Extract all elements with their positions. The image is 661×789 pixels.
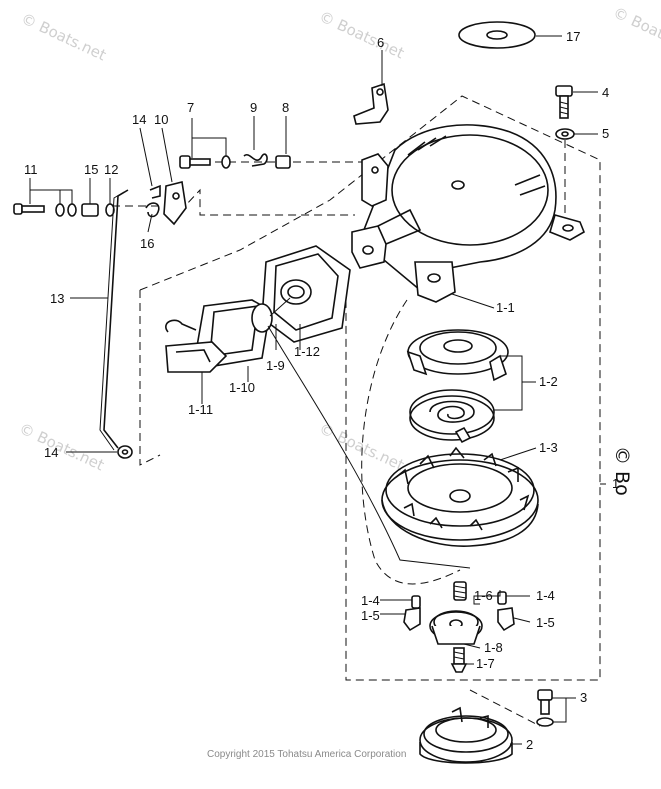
part-14-clip xyxy=(149,184,161,199)
callout-1-4-left: 1-4 xyxy=(361,593,380,608)
callout-1-5-right: 1-5 xyxy=(536,615,555,630)
part-17-disc xyxy=(458,21,536,49)
part-11-screw xyxy=(13,203,45,215)
washers xyxy=(55,203,77,217)
part-5-washer xyxy=(555,128,575,140)
callout-1-4-right: 1-4 xyxy=(536,588,555,603)
callout-11: 11 xyxy=(24,162,38,177)
copyright-notice: Copyright 2015 Tohatsu America Corporati… xyxy=(207,749,406,760)
callout-10: 10 xyxy=(154,112,168,127)
part-8-collar xyxy=(275,155,291,169)
recoil-spring xyxy=(409,389,495,444)
part-16-spring xyxy=(145,202,160,218)
side-copyright: © Bo xyxy=(611,446,633,496)
callout-6: 6 xyxy=(377,35,384,50)
callout-14-top: 14 xyxy=(132,112,146,127)
part-6-lever xyxy=(353,82,389,125)
callout-7: 7 xyxy=(187,100,194,115)
watermark-text: © Boats.net xyxy=(316,7,407,62)
callout-14-bottom: 14 xyxy=(44,445,58,460)
callout-1-1: 1-1 xyxy=(496,300,515,315)
watermark-text: © Boats.net xyxy=(610,3,661,58)
callout-1-12: 1-12 xyxy=(294,344,320,359)
ratchet-pawls xyxy=(403,607,515,632)
leader-lines xyxy=(29,35,606,745)
callout-labels: 17 6 4 5 7 9 8 14 10 11 15 12 16 13 14 1… xyxy=(24,29,633,752)
callout-16: 16 xyxy=(140,236,154,251)
ratchet xyxy=(429,610,483,645)
callout-1-7: 1-7 xyxy=(476,656,495,671)
callout-5: 5 xyxy=(602,126,609,141)
spring-case xyxy=(406,329,509,382)
watermark-text: © Boats.net xyxy=(18,9,109,64)
callout-4: 4 xyxy=(602,85,609,100)
callout-3: 3 xyxy=(580,690,587,705)
part-13-rod xyxy=(99,189,133,459)
watermarks: © Boats.net © Boats.net © Boats.net © Bo… xyxy=(16,3,661,474)
center-spring xyxy=(453,581,467,601)
part-7-screw xyxy=(179,155,231,169)
center-screw xyxy=(450,647,468,673)
assembly-outline xyxy=(112,95,601,727)
starter-case xyxy=(351,124,586,303)
callout-1-9: 1-9 xyxy=(266,358,285,373)
callout-15: 15 xyxy=(84,162,98,177)
callout-9: 9 xyxy=(250,100,257,115)
part-9-spring xyxy=(243,153,268,167)
callout-1-3: 1-3 xyxy=(539,440,558,455)
part-2-pulley xyxy=(419,706,513,764)
part-10-plate xyxy=(163,181,187,226)
watermark-text: © Boats.net xyxy=(16,419,107,474)
callout-1: 1 xyxy=(612,476,619,491)
part-4-bolt xyxy=(555,85,573,119)
callout-13: 13 xyxy=(50,291,64,306)
callout-8: 8 xyxy=(282,100,289,115)
part-15-collar xyxy=(81,203,99,217)
callout-1-10: 1-10 xyxy=(229,380,255,395)
callout-1-5-left: 1-5 xyxy=(361,608,380,623)
starter-handle xyxy=(165,297,291,373)
rope xyxy=(267,325,471,569)
callout-1-8: 1-8 xyxy=(484,640,503,655)
callout-1-6: 1-6 xyxy=(474,588,493,603)
part-3-bolt xyxy=(536,689,554,727)
callout-12: 12 xyxy=(104,162,118,177)
callout-17: 17 xyxy=(566,29,580,44)
callout-2: 2 xyxy=(526,737,533,752)
reel xyxy=(381,446,539,547)
callout-1-11: 1-11 xyxy=(188,402,213,417)
callout-1-2: 1-2 xyxy=(539,374,558,389)
rope-guide xyxy=(261,245,351,343)
